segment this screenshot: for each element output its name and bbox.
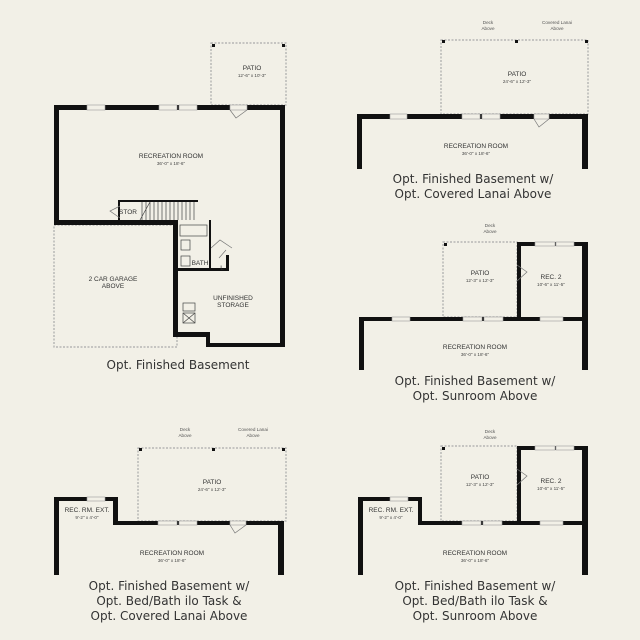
recreation-room-dims: 36'-0" x 18'-6" [462, 151, 491, 156]
patio-dims: 12'-6" x 10'-3" [238, 73, 267, 78]
furnace [182, 312, 196, 324]
sink [180, 255, 191, 267]
recreation-room-dims: 36'-0" x 18'-6" [157, 161, 186, 166]
lanai-above-note: Above [550, 26, 563, 31]
deck-above-note: Above [178, 433, 191, 438]
walls [54, 497, 284, 575]
patio-label: PATIO [243, 65, 262, 72]
patio-dims: 12'-3" x 12'-3" [466, 482, 495, 487]
plan-title: Opt. Finished Basement w/ [395, 579, 557, 593]
deck-above-note: Deck [483, 20, 494, 25]
window [86, 104, 106, 111]
deck-above-note: Above [481, 26, 494, 31]
rec2-label: REC. 2 [541, 478, 562, 485]
plan-bed-bath-covered-lanai: Deck Above Covered Lanai Above REC. RM. … [54, 427, 287, 623]
recreation-room-label: RECREATION ROOM [444, 143, 508, 150]
rec2-dims: 10'-6" x 11'-5" [537, 282, 565, 287]
plan-finished-basement: PATIO 12'-6" x 10'-3" RECREATION ROOM 36… [53, 42, 287, 372]
post [212, 44, 215, 47]
storage-label: UNFINISHED [213, 295, 253, 302]
patio-dims: 24'-6" x 12'-3" [198, 487, 227, 492]
plan-title: Opt. Finished Basement w/ [395, 374, 557, 388]
walls [54, 105, 285, 347]
patio-outline [210, 42, 287, 106]
plan-title: Opt. Sunroom Above [413, 609, 538, 623]
plan-bed-bath-sunroom: Deck Above REC. RM. EXT. 9'-2" x 4'-0" P… [358, 429, 588, 623]
patio-label: PATIO [203, 479, 222, 486]
plan-title: Opt. Sunroom Above [413, 389, 538, 403]
post [282, 44, 285, 47]
deck-above-note: Above [483, 435, 496, 440]
window [158, 104, 178, 111]
stor-label: STOR [119, 209, 137, 216]
plan-title: Opt. Bed/Bath ilo Task & [96, 594, 241, 608]
patio-dims: 12'-3" x 12'-3" [466, 278, 495, 283]
deck-above-note: Above [483, 229, 496, 234]
toilet [180, 239, 191, 251]
recreation-room-label: RECREATION ROOM [443, 550, 507, 557]
stairs [109, 201, 195, 221]
plan-title: Opt. Bed/Bath ilo Task & [402, 594, 547, 608]
door-swing [229, 109, 248, 119]
plan-title: Opt. Covered Lanai Above [395, 187, 552, 201]
rec2-dims: 10'-6" x 11'-5" [537, 486, 565, 491]
deck-above-note: Deck [485, 429, 496, 434]
plan-sunroom: Deck Above PATIO 12'-3" x 12'-3" REC. 2 … [359, 223, 588, 403]
door-opening [229, 104, 248, 111]
walls [357, 114, 588, 169]
plan-title: Opt. Covered Lanai Above [91, 609, 248, 623]
water-heater [182, 302, 196, 312]
rec-rm-ext-label: REC. RM. EXT. [369, 507, 414, 514]
patio-dims: 24'-6" x 12'-3" [503, 79, 532, 84]
plan-title: Opt. Finished Basement w/ [393, 172, 555, 186]
door-swing [210, 239, 233, 259]
bathtub [179, 224, 208, 237]
rec-rm-ext-dims: 9'-2" x 4'-0" [379, 515, 403, 520]
storage-label: STORAGE [217, 302, 249, 309]
recreation-room-label: RECREATION ROOM [140, 550, 204, 557]
patio-label: PATIO [508, 71, 527, 78]
bath-label: BATH [192, 260, 209, 267]
rec-rm-ext-label: REC. RM. EXT. [65, 507, 110, 514]
window [178, 104, 198, 111]
plan-title: Opt. Finished Basement [107, 358, 250, 372]
recreation-room-label: RECREATION ROOM [139, 153, 203, 160]
lanai-above-note: Covered Lanai [238, 427, 268, 432]
lanai-above-note: Above [246, 433, 259, 438]
lanai-above-note: Covered Lanai [542, 20, 572, 25]
rec2-label: REC. 2 [541, 274, 562, 281]
garage-label: ABOVE [102, 283, 125, 290]
linen-label: L [220, 265, 224, 272]
patio-label: PATIO [471, 474, 490, 481]
bath-fixtures [179, 224, 233, 324]
deck-above-note: Deck [180, 427, 191, 432]
plan-title: Opt. Finished Basement w/ [89, 579, 251, 593]
recreation-room-dims: 36'-0" x 18'-6" [158, 558, 187, 563]
deck-above-note: Deck [485, 223, 496, 228]
recreation-room-label: RECREATION ROOM [443, 344, 507, 351]
rec-rm-ext-dims: 9'-2" x 4'-0" [75, 515, 99, 520]
recreation-room-dims: 36'-0" x 18'-6" [461, 558, 490, 563]
patio-label: PATIO [471, 270, 490, 277]
garage-label: 2 CAR GARAGE [89, 276, 138, 283]
plan-covered-lanai: Deck Above Covered Lanai Above PATIO 24'… [357, 20, 589, 201]
recreation-room-dims: 36'-0" x 18'-6" [461, 352, 490, 357]
